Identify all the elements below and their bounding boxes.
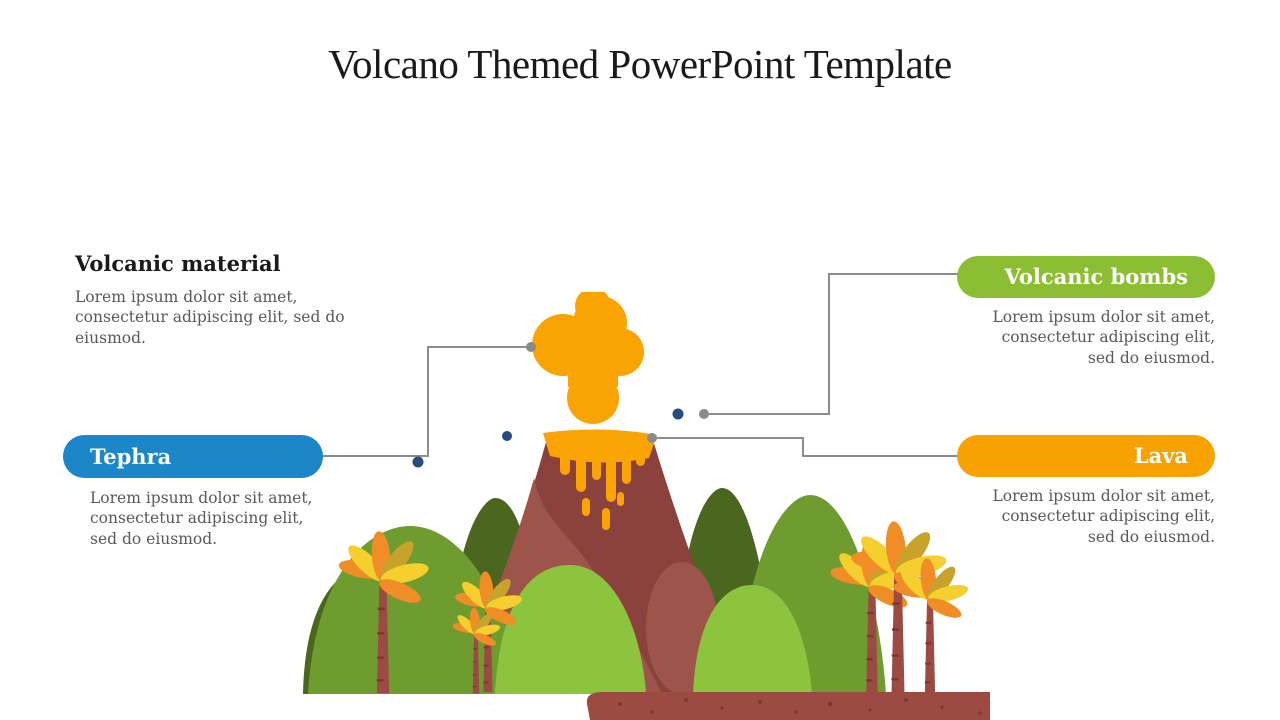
smoke-cloud-icon [532, 292, 644, 424]
volcano-illustration [303, 292, 990, 720]
callout-tephra: Tephra Lorem ipsum dolor sit amet, conse… [63, 435, 323, 549]
island-ground [586, 692, 990, 720]
hills-front [495, 565, 812, 694]
tephra-pill: Tephra [63, 435, 323, 478]
callout-volcanic-bombs: Volcanic bombs Lorem ipsum dolor sit ame… [957, 256, 1215, 368]
volcanic-bombs-pill: Volcanic bombs [957, 256, 1215, 298]
slide-title: Volcano Themed PowerPoint Template [328, 41, 952, 87]
callout-lava: Lava Lorem ipsum dolor sit amet, consect… [957, 435, 1215, 547]
callout-body: Lorem ipsum dolor sit amet, consectetur … [992, 487, 1216, 546]
lava-crater-icon [543, 429, 657, 530]
callout-body: Lorem ipsum dolor sit amet, consectetur … [992, 308, 1216, 367]
callout-body: Lorem ipsum dolor sit amet, consectetur … [90, 489, 313, 548]
callout-body: Lorem ipsum dolor sit amet, consectetur … [75, 288, 345, 347]
callout-volcanic-material: Volcanic material Lorem ipsum dolor sit … [75, 251, 367, 348]
callout-title: Volcanic material [75, 251, 281, 276]
lava-pill: Lava [957, 435, 1215, 477]
